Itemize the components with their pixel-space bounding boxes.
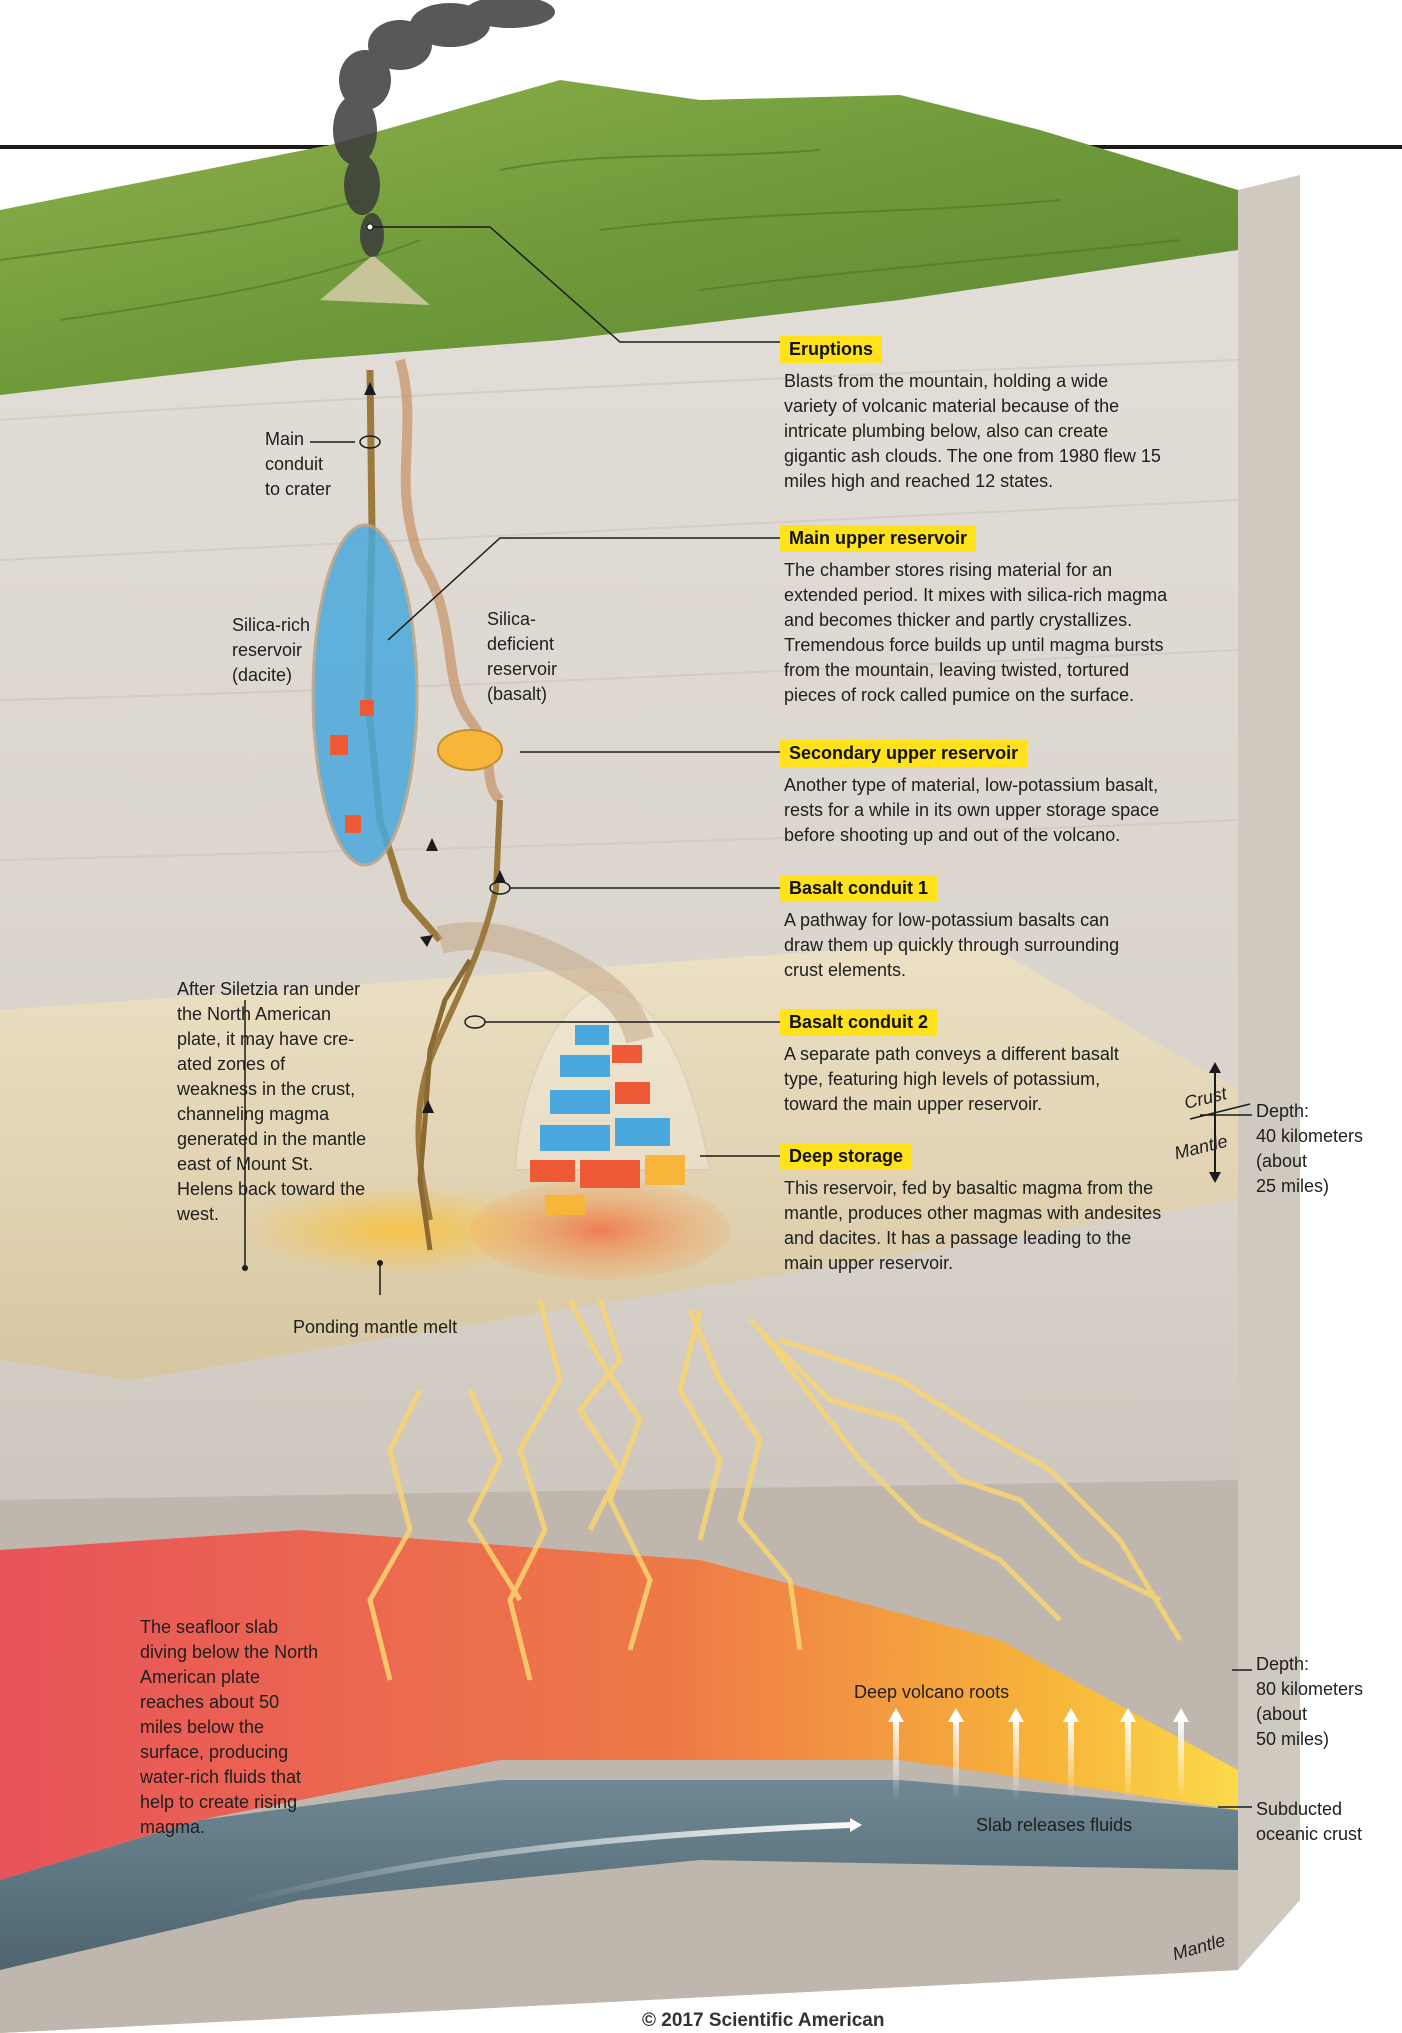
siletzia-dot xyxy=(242,1265,248,1271)
subducted-crust-label: Subducted oceanic crust xyxy=(1256,1797,1362,1847)
siletzia-note: After Siletzia ran under the North Ameri… xyxy=(177,977,367,1227)
fluid-arrow xyxy=(1178,1720,1184,1800)
callout-title-main-upper-reservoir: Main upper reservoir xyxy=(780,525,976,552)
callout-text-deep-storage: This reservoir, fed by basaltic magma fr… xyxy=(784,1176,1164,1276)
crystal xyxy=(575,1025,609,1045)
copyright: © 2017 Scientific American xyxy=(642,2010,884,2032)
depth-40km: Depth: 40 kilometers (about 25 miles) xyxy=(1256,1099,1363,1199)
callout-text-main-upper-reservoir: The chamber stores rising material for a… xyxy=(784,558,1174,708)
crystal xyxy=(545,1195,585,1215)
fluid-arrow xyxy=(1125,1720,1131,1800)
slab-releases-label: Slab releases fluids xyxy=(976,1813,1156,1838)
callout-title-deep-storage: Deep storage xyxy=(780,1143,912,1170)
crystal xyxy=(580,1160,640,1188)
deep-roots-label: Deep volcano roots xyxy=(854,1680,1034,1705)
fluid-arrow xyxy=(1068,1720,1074,1800)
callout-text-secondary-upper-reservoir: Another type of material, low-potassium … xyxy=(784,773,1164,848)
ponding-dot xyxy=(377,1260,383,1266)
depth-80km: Depth: 80 kilometers (about 50 miles) xyxy=(1256,1652,1363,1752)
crystal xyxy=(645,1155,685,1185)
crystal xyxy=(330,735,348,755)
callout-text-basalt-conduit-1: A pathway for low-potassium basalts can … xyxy=(784,908,1134,983)
secondary-reservoir xyxy=(438,730,502,770)
callout-title-basalt-conduit-2: Basalt conduit 2 xyxy=(780,1009,937,1036)
crystal xyxy=(615,1082,650,1104)
crystal xyxy=(540,1125,610,1151)
callout-title-secondary-upper-reservoir: Secondary upper reservoir xyxy=(780,740,1027,767)
crystal xyxy=(550,1090,610,1114)
crystal xyxy=(360,700,374,716)
seafloor-note: The seafloor slab diving below the North… xyxy=(140,1615,325,1840)
silica-rich-reservoir xyxy=(313,525,417,865)
eruptions-dot xyxy=(367,224,373,230)
fluid-arrow xyxy=(1013,1720,1019,1800)
ponding-label: Ponding mantle melt xyxy=(293,1315,483,1340)
callout-title-eruptions: Eruptions xyxy=(780,336,882,363)
crystal xyxy=(560,1055,610,1077)
callout-text-eruptions: Blasts from the mountain, holding a wide… xyxy=(784,369,1164,494)
crystal xyxy=(345,815,361,833)
deep-storage-pond xyxy=(470,1180,730,1280)
fluid-arrow xyxy=(893,1720,899,1800)
crystal xyxy=(615,1118,670,1146)
crystal xyxy=(612,1045,642,1063)
callout-text-basalt-conduit-2: A separate path conveys a different basa… xyxy=(784,1042,1124,1117)
fluid-arrow xyxy=(953,1720,959,1800)
silica-rich-label: Silica-rich reservoir (dacite) xyxy=(232,613,342,688)
main-conduit-label: Main conduit to crater xyxy=(265,427,360,502)
callout-title-basalt-conduit-1: Basalt conduit 1 xyxy=(780,875,937,902)
crystal xyxy=(530,1160,575,1182)
silica-deficient-label: Silica- deficient reservoir (basalt) xyxy=(487,607,597,707)
